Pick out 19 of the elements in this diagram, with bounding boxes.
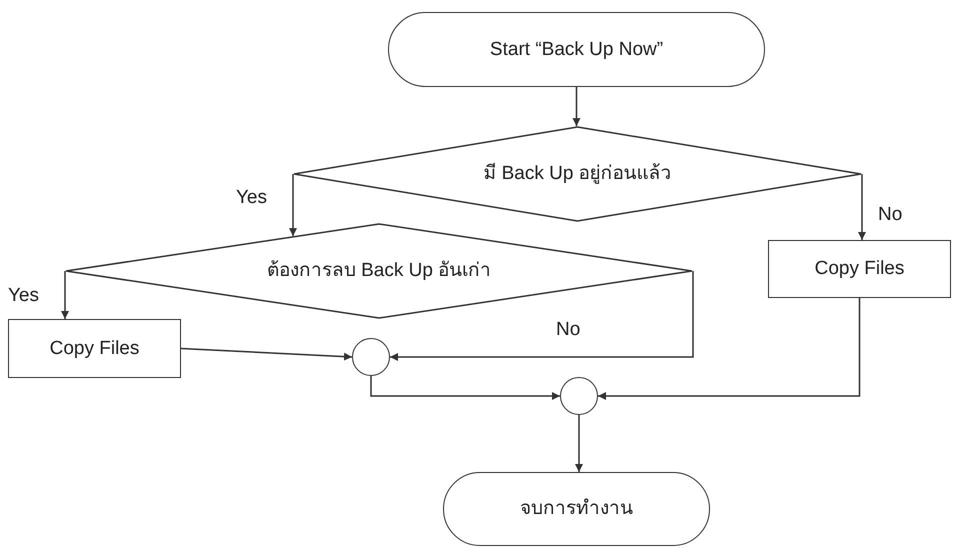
arrow [370,376,560,400]
arrow [598,298,860,400]
arrow [575,415,583,472]
node-text: มี Back Up อยู่ก่อนแล้ว [483,162,672,186]
node-text: ต้องการลบ Back Up อันเก่า [266,259,492,283]
node-text: Start “Back Up Now” [490,38,664,62]
process-box [768,240,951,298]
decision-diamond [293,126,862,222]
arrow [858,174,866,240]
arrow [572,87,580,126]
node-text: จบการทำงาน [520,497,633,521]
arrow [390,271,694,361]
arrow [180,348,352,361]
node-text: Copy Files [50,336,140,360]
arrow [61,271,69,319]
decision-diamond [65,223,693,319]
arrow [289,174,297,236]
node-text: Copy Files [814,257,904,281]
process-box [8,319,181,378]
